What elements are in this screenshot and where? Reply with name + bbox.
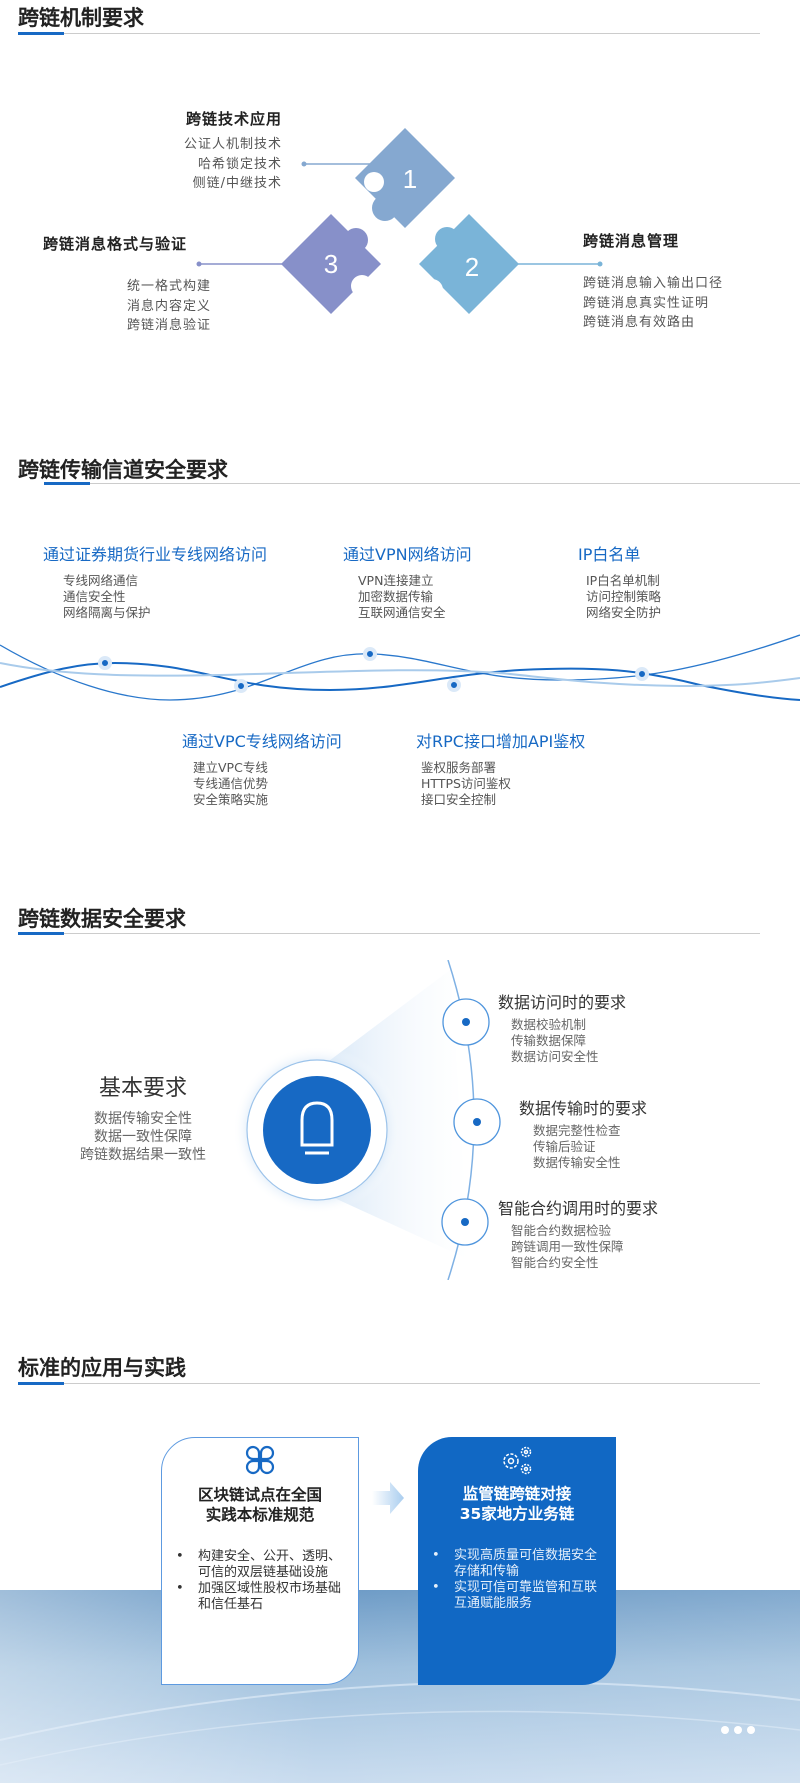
channel-title: 通过证券期货行业专线网络访问 <box>43 545 268 564</box>
basic-item: 数据一致性保障 <box>94 1129 192 1145</box>
group-message-format: 跨链消息格式与验证 统一格式构建 消息内容定义 跨链消息验证 <box>43 233 211 336</box>
section-divider <box>18 1382 760 1385</box>
group-tech: 跨链技术应用 公证人机制技术 哈希锁定技术 侧链/中继技术 <box>120 108 282 194</box>
group-message-mgmt: 跨链消息管理 跨链消息输入输出口径 跨链消息真实性证明 跨链消息有效路由 <box>583 230 723 333</box>
node-item: 传输后验证 <box>533 1139 596 1154</box>
node-item: 智能合约数据检验 <box>511 1223 612 1238</box>
node-item: 跨链调用一致性保障 <box>511 1239 624 1254</box>
wave-node <box>447 678 461 692</box>
channel-title: 对RPC接口增加API鉴权 <box>416 732 586 751</box>
data-node: 数据访问时的要求 数据校验机制传输数据保障数据访问安全性 <box>498 989 626 1065</box>
wave-node <box>363 647 377 661</box>
wave-node <box>234 679 248 693</box>
node-item: 数据完整性检查 <box>533 1123 621 1138</box>
wave-lines <box>0 634 800 701</box>
group-item: 跨链消息有效路由 <box>583 315 696 330</box>
channel-item: 通过VPN网络访问 VPN连接建立加密数据传输互联网通信安全 <box>343 541 472 621</box>
card-title: 监管链跨链对接 <box>462 1485 572 1503</box>
gears-icon <box>503 1446 532 1475</box>
group-item: 跨链消息真实性证明 <box>583 295 710 311</box>
card-bullet: 加强区域性股权市场基础和信任基石 <box>172 1581 346 1613</box>
piece-number: 3 <box>324 249 338 279</box>
section-divider <box>18 32 760 35</box>
channel-item: 通过VPC专线网络访问 建立VPC专线专线通信优势安全策略实施 <box>182 728 342 808</box>
section-divider <box>44 482 800 485</box>
data-node: 数据传输时的要求 数据完整性检查传输后验证数据传输安全性 <box>519 1095 647 1171</box>
node-title: 智能合约调用时的要求 <box>498 1199 659 1218</box>
group-item: 统一格式构建 <box>127 279 212 294</box>
practice-card-pilot: 区块链试点在全国 实践本标准规范 构建安全、公开、透明、可信的双层链基础设施 加… <box>161 1437 359 1685</box>
group-item: 侧链/中继技术 <box>192 176 282 191</box>
group-item: 跨链消息输入输出口径 <box>583 276 724 291</box>
city-background-image <box>0 1590 800 1783</box>
channel-detail: 访问控制策略 <box>586 589 662 604</box>
section-title-data: 跨链数据安全要求 <box>18 907 186 931</box>
node-item: 传输数据保障 <box>511 1033 587 1048</box>
more-dots-icon[interactable] <box>721 1726 755 1734</box>
channel-detail: 安全策略实施 <box>193 792 269 807</box>
group-title: 跨链技术应用 <box>185 110 282 128</box>
card-title: 区块链试点在全国 <box>197 1486 322 1504</box>
channel-detail: 网络安全防护 <box>586 605 662 620</box>
channel-title: IP白名单 <box>578 545 641 564</box>
channel-detail: 网络隔离与保护 <box>63 605 151 620</box>
basic-item: 跨链数据结果一致性 <box>80 1147 206 1163</box>
node-title: 数据传输时的要求 <box>519 1099 648 1118</box>
section-title-practice: 标准的应用与实践 <box>18 1356 186 1380</box>
group-item: 跨链消息验证 <box>127 318 212 333</box>
node-item: 数据传输安全性 <box>533 1155 621 1170</box>
channel-item: IP白名单 IP白名单机制访问控制策略网络安全防护 <box>578 541 661 621</box>
section-title-mechanism: 跨链机制要求 <box>18 6 144 30</box>
section-divider <box>18 932 760 935</box>
channel-detail: 专线网络通信 <box>63 573 139 588</box>
node-title: 数据访问时的要求 <box>498 993 627 1012</box>
puzzle-piece-3 <box>281 214 381 314</box>
practice-card-regulatory: 监管链跨链对接 35家地方业务链 实现高质量可信数据安全存储和传输 实现可信可靠… <box>418 1437 616 1685</box>
group-item: 哈希锁定技术 <box>197 156 282 172</box>
arrow-right-icon <box>372 1482 404 1514</box>
group-item: 消息内容定义 <box>127 298 212 314</box>
wave-node <box>635 667 649 681</box>
channel-title: 通过VPC专线网络访问 <box>182 732 342 751</box>
puzzle-diagram: 1 2 3 <box>196 128 603 314</box>
channel-detail: 鉴权服务部署 <box>421 760 497 775</box>
piece-number: 1 <box>403 164 417 194</box>
piece-number: 2 <box>465 252 479 282</box>
channel-detail: VPN连接建立 <box>358 573 434 588</box>
channel-detail: 专线通信优势 <box>193 776 269 791</box>
channel-detail: 互联网通信安全 <box>358 605 446 620</box>
channel-detail: 建立VPC专线 <box>193 760 268 775</box>
channel-detail: 加密数据传输 <box>358 589 434 604</box>
channel-detail: IP白名单机制 <box>586 573 660 588</box>
channel-title: 通过VPN网络访问 <box>343 545 472 564</box>
node-item: 智能合约安全性 <box>511 1255 599 1270</box>
section-title-channel: 跨链传输信道安全要求 <box>18 458 228 482</box>
channel-detail: HTTPS访问鉴权 <box>421 776 511 791</box>
wave-node <box>98 656 112 670</box>
data-security-diagram <box>233 960 501 1280</box>
card-bullet: 实现高质量可信数据安全存储和传输 <box>428 1548 604 1580</box>
channel-detail: 接口安全控制 <box>421 792 497 807</box>
basic-requirements: 基本要求 数据传输安全性数据一致性保障跨链数据结果一致性 <box>63 1070 223 1164</box>
channel-detail: 通信安全性 <box>63 589 126 604</box>
channel-item: 通过证券期货行业专线网络访问 专线网络通信通信安全性网络隔离与保护 <box>43 541 267 621</box>
card-bullet: 实现可信可靠监管和互联互通赋能服务 <box>428 1580 604 1612</box>
node-item: 数据访问安全性 <box>511 1049 599 1064</box>
puzzle-piece-1 <box>355 128 455 228</box>
group-title: 跨链消息格式与验证 <box>43 235 188 253</box>
basic-item: 数据传输安全性 <box>94 1111 192 1127</box>
bell-icon <box>300 1101 334 1155</box>
clover-icon <box>245 1445 275 1475</box>
basic-title: 基本要求 <box>98 1076 187 1101</box>
card-title: 35家地方业务链 <box>459 1505 575 1523</box>
group-title: 跨链消息管理 <box>583 232 680 250</box>
data-node: 智能合约调用时的要求 智能合约数据检验跨链调用一致性保障智能合约安全性 <box>498 1195 658 1271</box>
node-item: 数据校验机制 <box>511 1017 587 1032</box>
card-bullet: 构建安全、公开、透明、可信的双层链基础设施 <box>172 1549 346 1581</box>
card-title: 实践本标准规范 <box>205 1506 315 1524</box>
puzzle-piece-2 <box>419 214 519 314</box>
group-item: 公证人机制技术 <box>183 137 282 152</box>
